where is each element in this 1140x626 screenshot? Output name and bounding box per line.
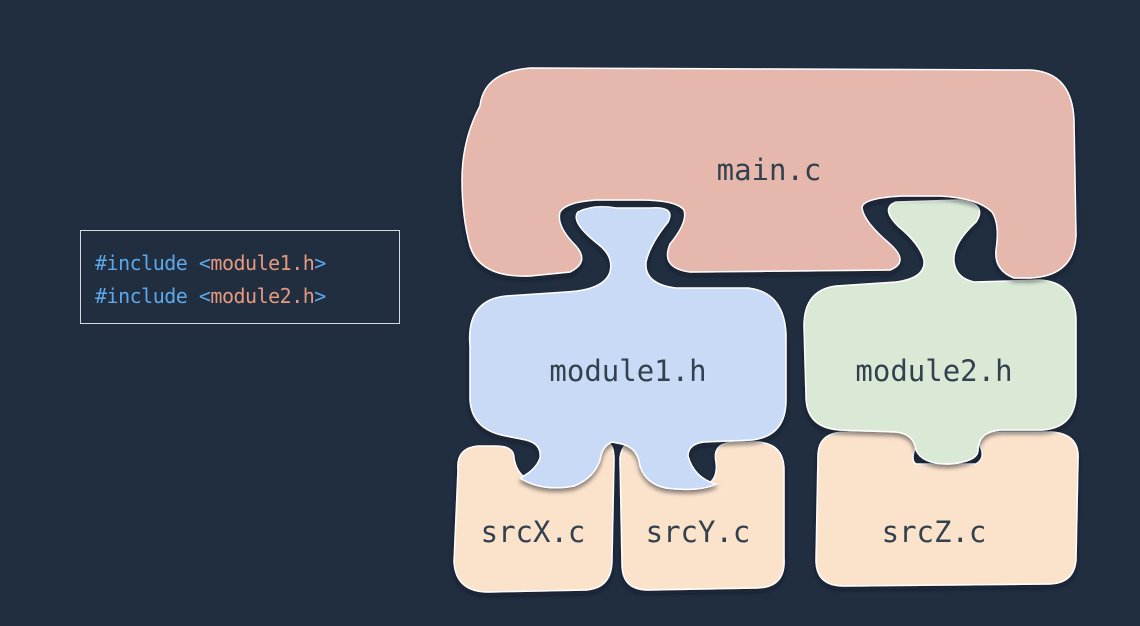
main-piece [461, 67, 1077, 279]
module2-label: module2.h [855, 354, 1012, 388]
include-keyword: #include [95, 251, 188, 275]
module2-piece [803, 199, 1077, 465]
include-line-module2: #include <module2.h> [95, 280, 399, 313]
include-header-name: module1.h [210, 251, 315, 275]
angle-close: > [314, 251, 326, 275]
module1-label: module1.h [549, 354, 706, 388]
angle-close: > [314, 284, 326, 308]
angle-open: < [198, 251, 211, 275]
main-label: main.c [717, 153, 822, 187]
include-keyword: #include [95, 284, 188, 308]
include-line-module1: #include <module1.h> [95, 247, 399, 280]
module1-piece [468, 205, 787, 491]
srcz-label: srcZ.c [882, 515, 987, 549]
srcx-label: srcX.c [481, 515, 586, 549]
include-header-name: module2.h [210, 284, 315, 308]
include-code-block: #include <module1.h> #include <module2.h… [80, 230, 400, 324]
angle-open: < [198, 284, 211, 308]
srcy-label: srcY.c [646, 515, 751, 549]
